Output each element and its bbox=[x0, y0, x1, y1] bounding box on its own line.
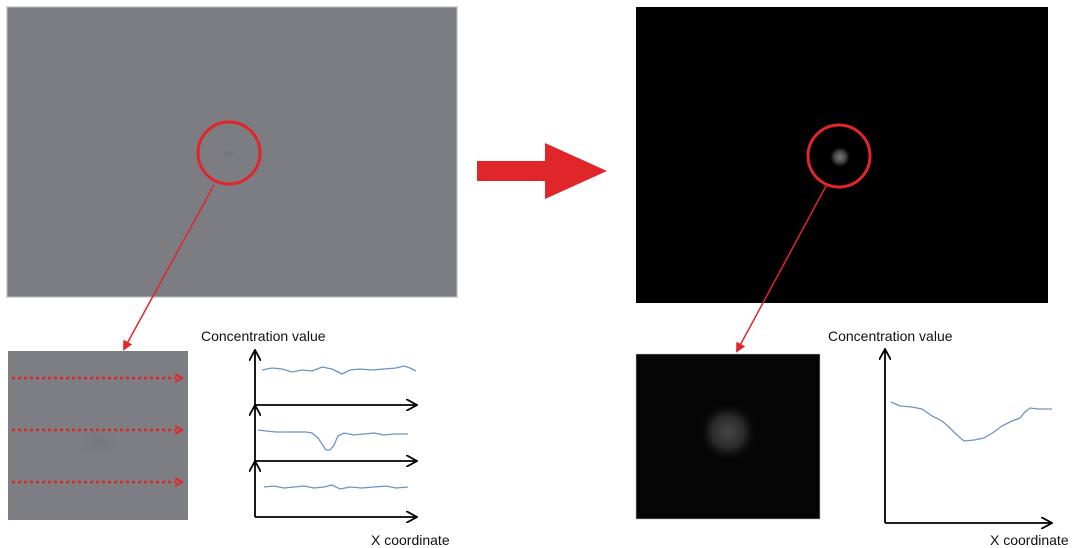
processed-image-highlight-circle bbox=[806, 123, 872, 189]
profile-3-line bbox=[263, 484, 409, 490]
left-profile-plots bbox=[255, 351, 416, 517]
left-y-axis-label: Concentration value bbox=[201, 328, 326, 344]
processed-image-bright-spot bbox=[829, 146, 851, 168]
processed-zoom-pointer-arrow bbox=[736, 185, 827, 353]
right-profile-plot bbox=[885, 350, 1052, 523]
left-x-axis-label: X coordinate bbox=[371, 532, 450, 548]
right-x-axis-label: X coordinate bbox=[990, 532, 1069, 548]
right-profile-line bbox=[890, 401, 1052, 442]
processing-arrow bbox=[477, 143, 607, 199]
raw-image-faint-spot bbox=[222, 150, 236, 158]
raw-zoom-pointer-arrow bbox=[123, 184, 215, 351]
raw-image-highlight-circle bbox=[196, 120, 262, 186]
profile-1-line bbox=[261, 365, 417, 375]
profile-2-line bbox=[257, 429, 408, 451]
raw-zoom-faint-spot bbox=[76, 429, 120, 457]
right-y-axis-label: Concentration value bbox=[828, 328, 953, 344]
processed-zoom-blob bbox=[698, 402, 758, 462]
